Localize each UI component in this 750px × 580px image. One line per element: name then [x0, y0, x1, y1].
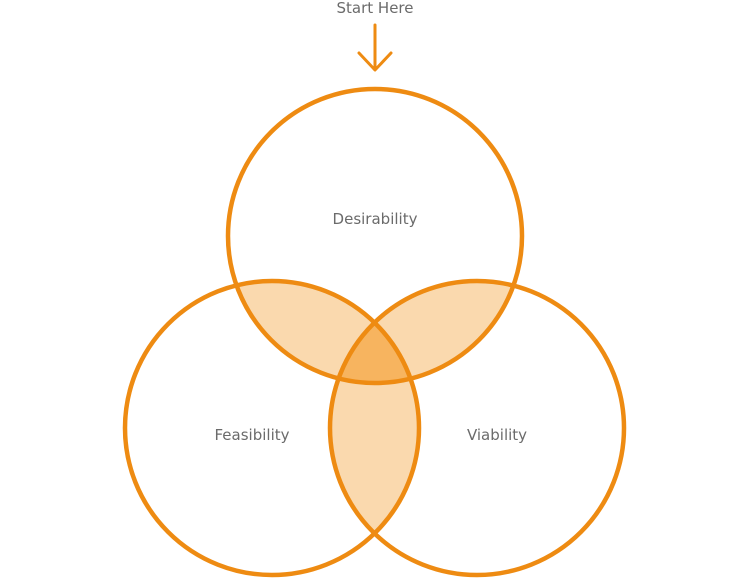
start-here-label: Start Here: [336, 0, 414, 17]
desirability-label: Desirability: [332, 210, 418, 228]
viability-label: Viability: [466, 426, 528, 444]
circle-viability: [327, 278, 627, 578]
arrow-down-icon: [357, 23, 393, 72]
feasibility-label: Feasibility: [214, 426, 290, 444]
circle-desirability: [225, 86, 525, 386]
circle-feasibility: [122, 278, 422, 578]
overlap-top-right: [330, 281, 522, 383]
overlap-top-left: [228, 281, 419, 383]
